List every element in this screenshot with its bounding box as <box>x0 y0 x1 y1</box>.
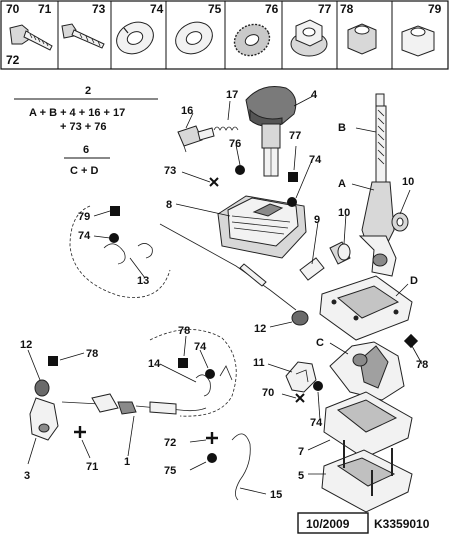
label-17: 17 <box>226 89 238 101</box>
bolt-socket-icon <box>61 23 105 49</box>
cable-8 <box>159 223 309 326</box>
label-C: C <box>316 337 324 349</box>
base-plate-5 <box>321 440 413 513</box>
marker-crosses <box>74 177 305 444</box>
label-71: 71 <box>86 461 98 473</box>
label-7: 7 <box>298 446 304 458</box>
reverse-switch-16 <box>177 125 215 153</box>
formula-block: 2 A + B + 4 + 16 + 17 + 73 + 76 6 C + D <box>14 85 158 177</box>
label-79: 79 <box>78 211 90 223</box>
label-8: 8 <box>166 199 172 211</box>
formula-1-line1: A + B + 4 + 16 + 17 <box>29 107 125 119</box>
formula-2-title: 6 <box>83 144 89 156</box>
header-label-72: 72 <box>6 53 20 67</box>
label-3: 3 <box>24 470 30 482</box>
label-72: 72 <box>164 437 176 449</box>
label-74-d: 74 <box>194 341 207 353</box>
header-label-75: 75 <box>208 2 222 16</box>
spring-17 <box>213 126 239 131</box>
footer-date: 10/2009 <box>306 517 350 531</box>
header-label-76: 76 <box>265 2 279 16</box>
formula-2-line1: C + D <box>70 165 98 177</box>
selector-shaft-A-B <box>358 93 397 277</box>
label-4: 4 <box>311 89 318 101</box>
label-1: 1 <box>124 456 130 468</box>
label-D: D <box>410 275 418 287</box>
label-15: 15 <box>270 489 282 501</box>
clip-14 <box>195 365 233 397</box>
label-74-a: 74 <box>309 154 322 166</box>
label-77: 77 <box>289 130 301 142</box>
label-16: 16 <box>181 105 193 117</box>
label-74-b: 74 <box>78 230 91 242</box>
label-14: 14 <box>148 358 161 370</box>
header-label-77: 77 <box>318 2 332 16</box>
label-78-b: 78 <box>178 325 190 337</box>
gaiter-housing-8 <box>217 195 307 259</box>
formula-1-line2: + 73 + 76 <box>60 121 107 133</box>
footer: 10/2009 K3359010 <box>297 512 430 534</box>
lock-nut-icon <box>347 23 377 55</box>
marker-squares <box>48 172 419 368</box>
leader-lines <box>27 95 423 495</box>
footer-ref: K3359010 <box>374 517 430 531</box>
base-plate-D <box>319 275 413 341</box>
label-10-b: 10 <box>338 207 350 219</box>
flange-nut-icon <box>290 19 328 57</box>
bolt-hex-icon <box>9 24 53 51</box>
lever-bracket-C <box>329 341 405 401</box>
label-74-c: 74 <box>310 417 323 429</box>
header-label-71: 71 <box>38 2 52 16</box>
header-label-79: 79 <box>428 2 442 16</box>
label-A: A <box>338 178 346 190</box>
clip-15 <box>231 433 251 501</box>
washer-flat-icon <box>175 21 213 55</box>
header-label-74: 74 <box>150 2 164 16</box>
label-B: B <box>338 122 346 134</box>
clip-13 <box>103 243 153 265</box>
hex-nut-icon <box>401 25 435 57</box>
washer-split-icon <box>116 21 154 55</box>
label-73: 73 <box>164 165 176 177</box>
gear-knob-assembly <box>245 86 297 177</box>
header-label-78: 78 <box>340 2 354 16</box>
pin-9 <box>299 257 325 281</box>
label-9: 9 <box>314 214 320 226</box>
formula-1-title: 2 <box>85 85 91 97</box>
bracket-3 <box>29 397 59 441</box>
label-78-a: 78 <box>416 359 428 371</box>
clip-11 <box>285 361 317 393</box>
marker-dots <box>109 165 323 463</box>
bushing-10-upper <box>391 212 409 232</box>
serrated-washer-icon <box>233 23 271 57</box>
label-5: 5 <box>298 470 304 482</box>
lower-housing-7 <box>323 391 413 459</box>
cable-1 <box>61 393 207 415</box>
header-label-70: 70 <box>6 2 20 16</box>
label-11: 11 <box>253 357 265 369</box>
label-13: 13 <box>137 275 149 287</box>
label-78-c: 78 <box>86 348 98 360</box>
ball-joint-12 <box>34 379 50 397</box>
callout-labels: 16 17 4 76 73 77 74 8 79 74 13 B A 10 10… <box>20 89 428 501</box>
label-10-a: 10 <box>402 176 414 188</box>
header-label-73: 73 <box>92 2 106 16</box>
label-75: 75 <box>164 465 176 477</box>
bushing-10-lower <box>329 241 351 265</box>
label-76: 76 <box>229 138 241 150</box>
label-12-a: 12 <box>254 323 266 335</box>
header-strip: 70 71 72 73 74 75 76 <box>0 0 449 70</box>
label-12-b: 12 <box>20 339 32 351</box>
assembly-outline <box>69 205 237 417</box>
label-70: 70 <box>262 387 274 399</box>
